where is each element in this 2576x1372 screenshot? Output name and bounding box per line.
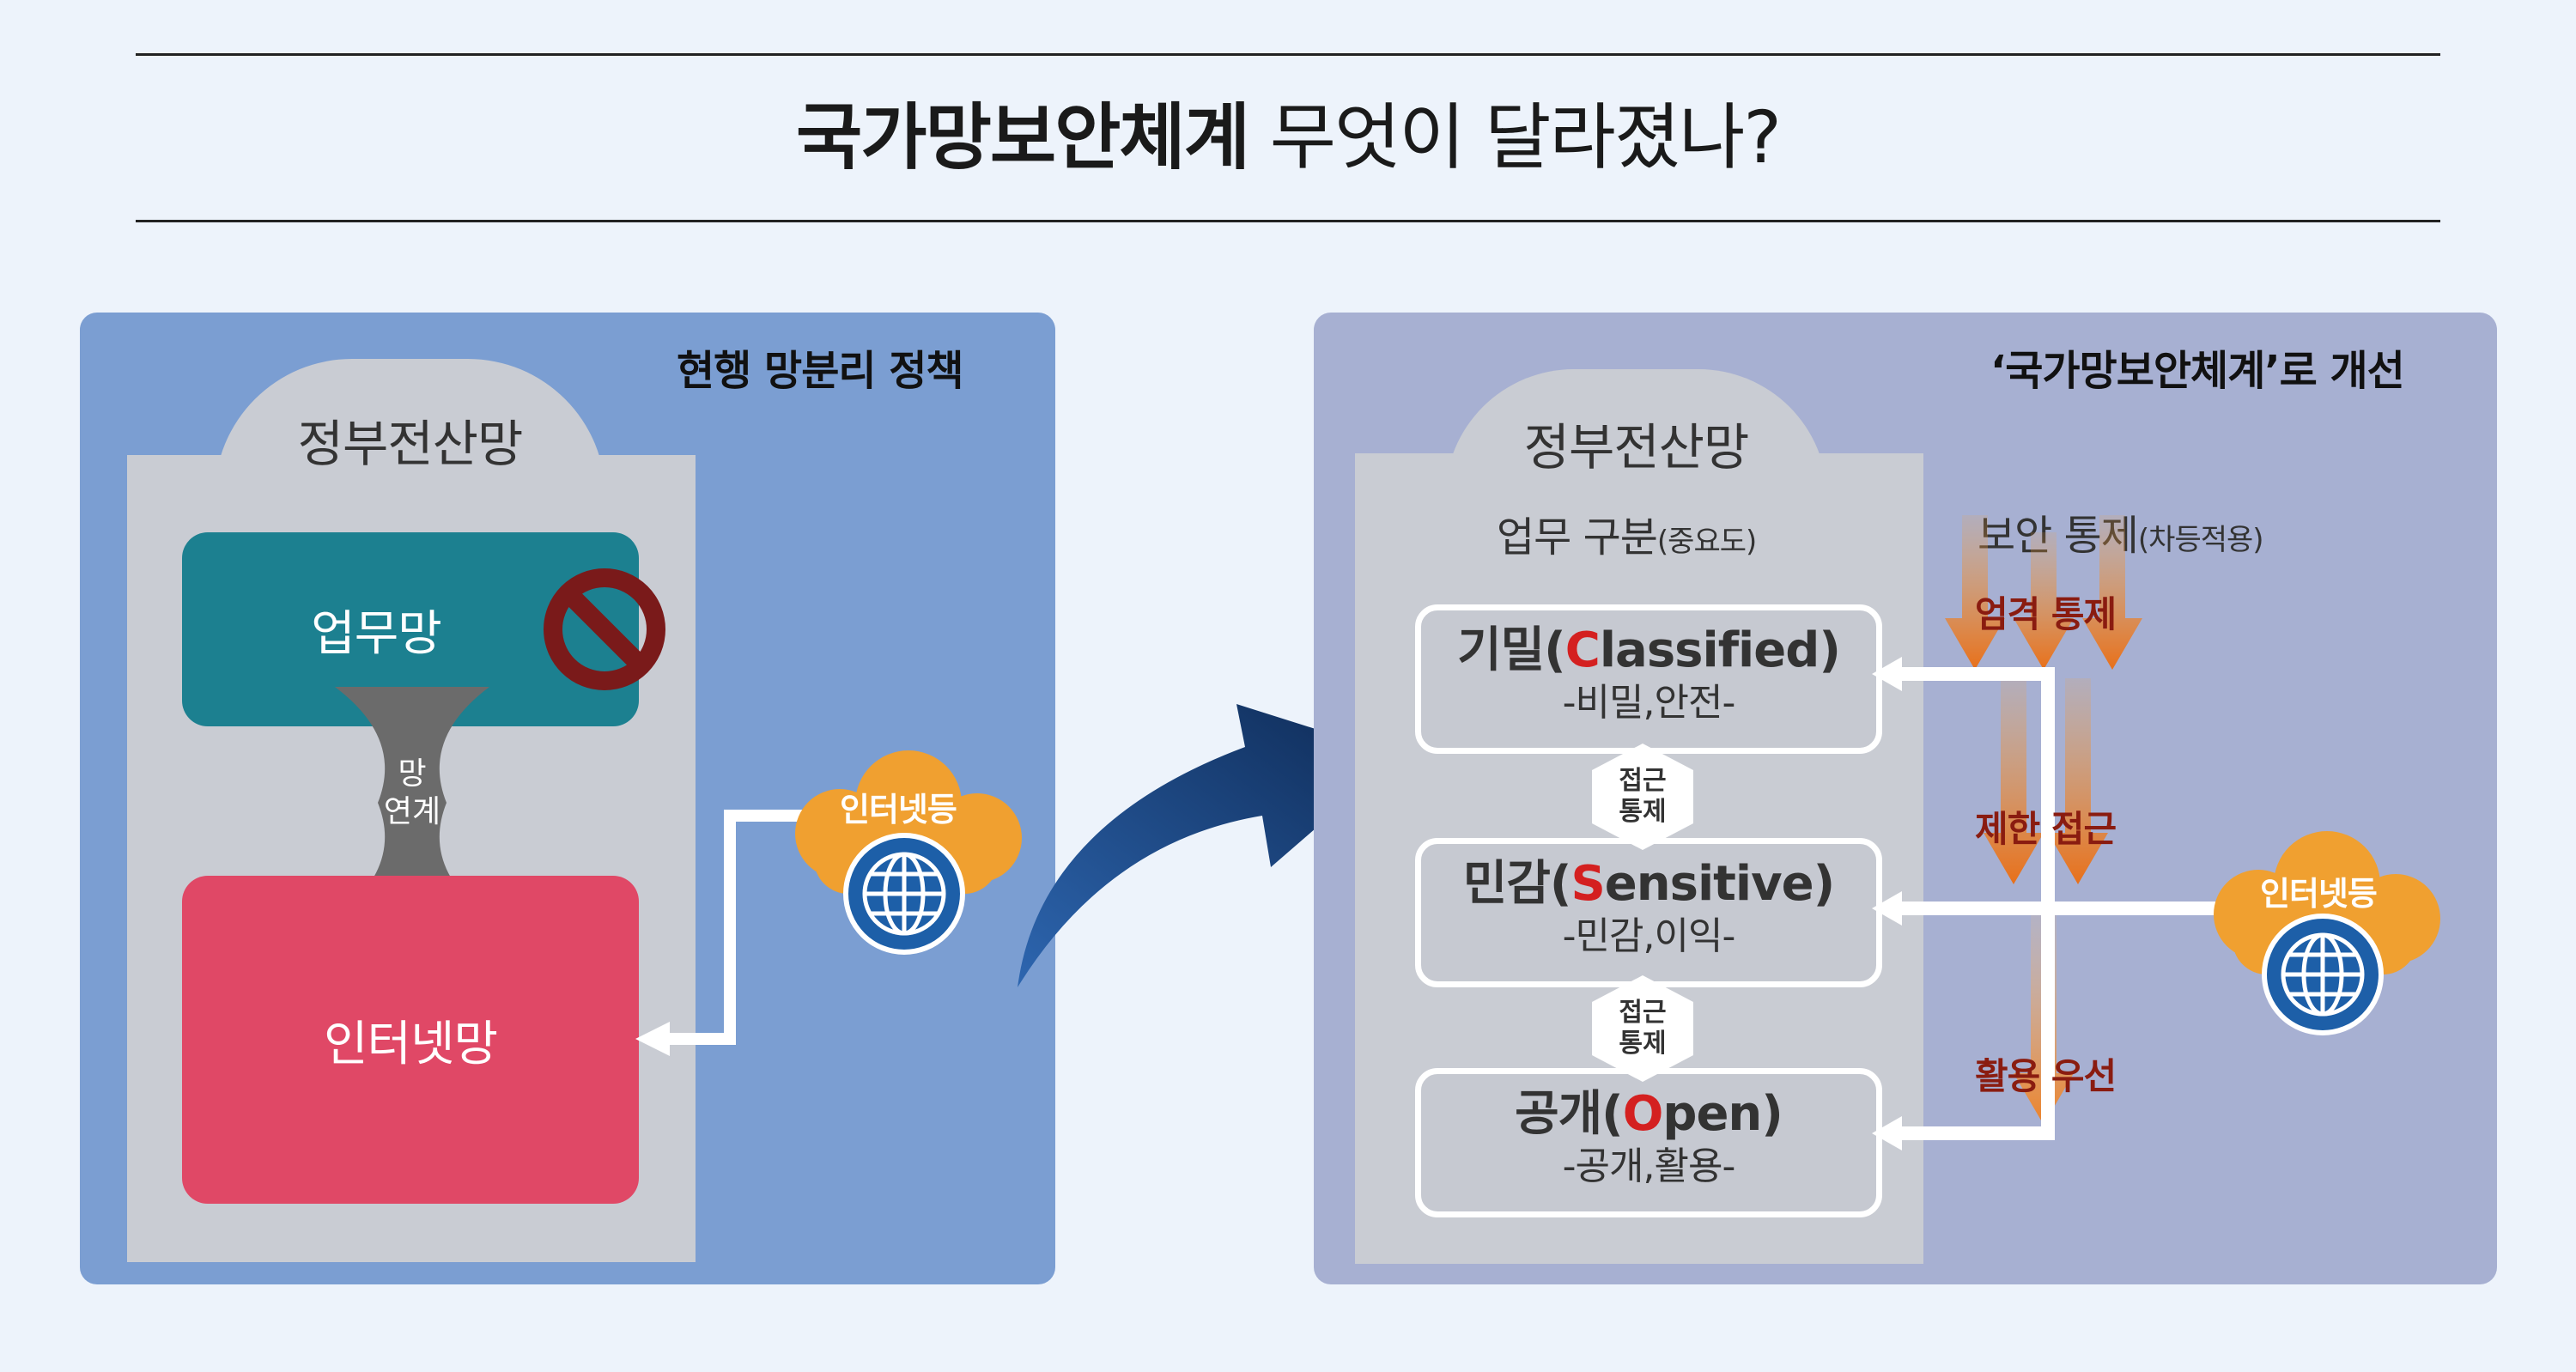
level-open-sub: -공개,활용- [1562,1144,1736,1188]
access-control-badge-1-line1: 접근 [1619,766,1667,796]
access-control-badge-2-line2: 통제 [1619,1029,1667,1059]
left-house-title: 정부전산망 [297,415,524,473]
level-sensitive-box: 민감(Sensitive) -민감,이익- [1415,838,1882,987]
left-cloud-label: 인터넷등 [840,791,957,829]
internet-network-block: 인터넷망 [182,876,639,1204]
level-open-box: 공개(Open) -공개,활용- [1415,1068,1882,1217]
level-sensitive-eng: ensitive [1604,856,1814,912]
network-link-label-line1: 망 [398,756,427,792]
level-open-name: 공개 [1515,1086,1602,1142]
business-network-label: 업무망 [311,605,442,662]
network-link-label-line2: 연계 [383,794,441,829]
right-internet-cloud-icon [2214,831,2440,1035]
internet-network-label: 인터넷망 [323,1016,498,1072]
level-classified-box: 기밀(Classified) -비밀,안전- [1415,604,1882,754]
level-classified-title: 기밀(Classified) [1457,622,1841,678]
level-classified-name: 기밀 [1457,622,1545,678]
right-cloud-label: 인터넷등 [2260,875,2378,913]
security-control-flow [1872,515,2310,1150]
work-division-note: (중요도) [1656,525,1757,559]
level-open-eng: pen [1662,1086,1762,1142]
level-sensitive-sub: -민감,이익- [1562,914,1736,958]
level-open-title: 공개(Open) [1515,1086,1783,1142]
work-division-label: 업무 구분 [1497,513,1658,562]
title-rest: 무엇이 달라졌나? [1269,95,1782,179]
access-control-badge-1-line2: 통제 [1619,797,1667,827]
level-sensitive-initial: S [1571,856,1605,912]
page-title: 국가망보안체계 무엇이 달라졌나? [0,86,2576,189]
left-internet-cloud-icon [795,750,1022,955]
network-link-connector [335,687,489,919]
strict-control-label: 엄격 통제 [1975,593,2117,635]
network-link-label: 망 연계 [378,756,447,831]
level-sensitive-name: 민감 [1462,856,1551,912]
transition-arrow [1018,704,1400,987]
level-classified-eng: lassified [1599,622,1820,678]
title-bold: 국가망보안체계 [796,95,1250,179]
bottom-rule [136,220,2440,222]
business-network-block: 업무망 [182,532,639,726]
access-control-badge-2-line1: 접근 [1619,998,1667,1028]
right-house-title: 정부전산망 [1523,418,1750,477]
level-open-initial: O [1622,1086,1664,1142]
use-priority-label: 활용 우선 [1975,1055,2117,1097]
security-control-note: (차등적용) [2137,523,2264,557]
improved-system-caption: ‘국가망보안체계’로 개선 [1990,347,2405,395]
top-rule [136,53,2440,56]
level-classified-initial: C [1564,622,1601,678]
limited-access-label: 제한 접근 [1975,808,2117,850]
level-classified-sub: -비밀,안전- [1562,681,1736,725]
level-sensitive-title: 민감(Sensitive) [1462,856,1835,912]
work-division-header: 업무 구분(중요도) [1497,503,1757,563]
prohibited-icon [544,568,665,690]
current-policy-caption: 현행 망분리 정책 [677,347,964,395]
